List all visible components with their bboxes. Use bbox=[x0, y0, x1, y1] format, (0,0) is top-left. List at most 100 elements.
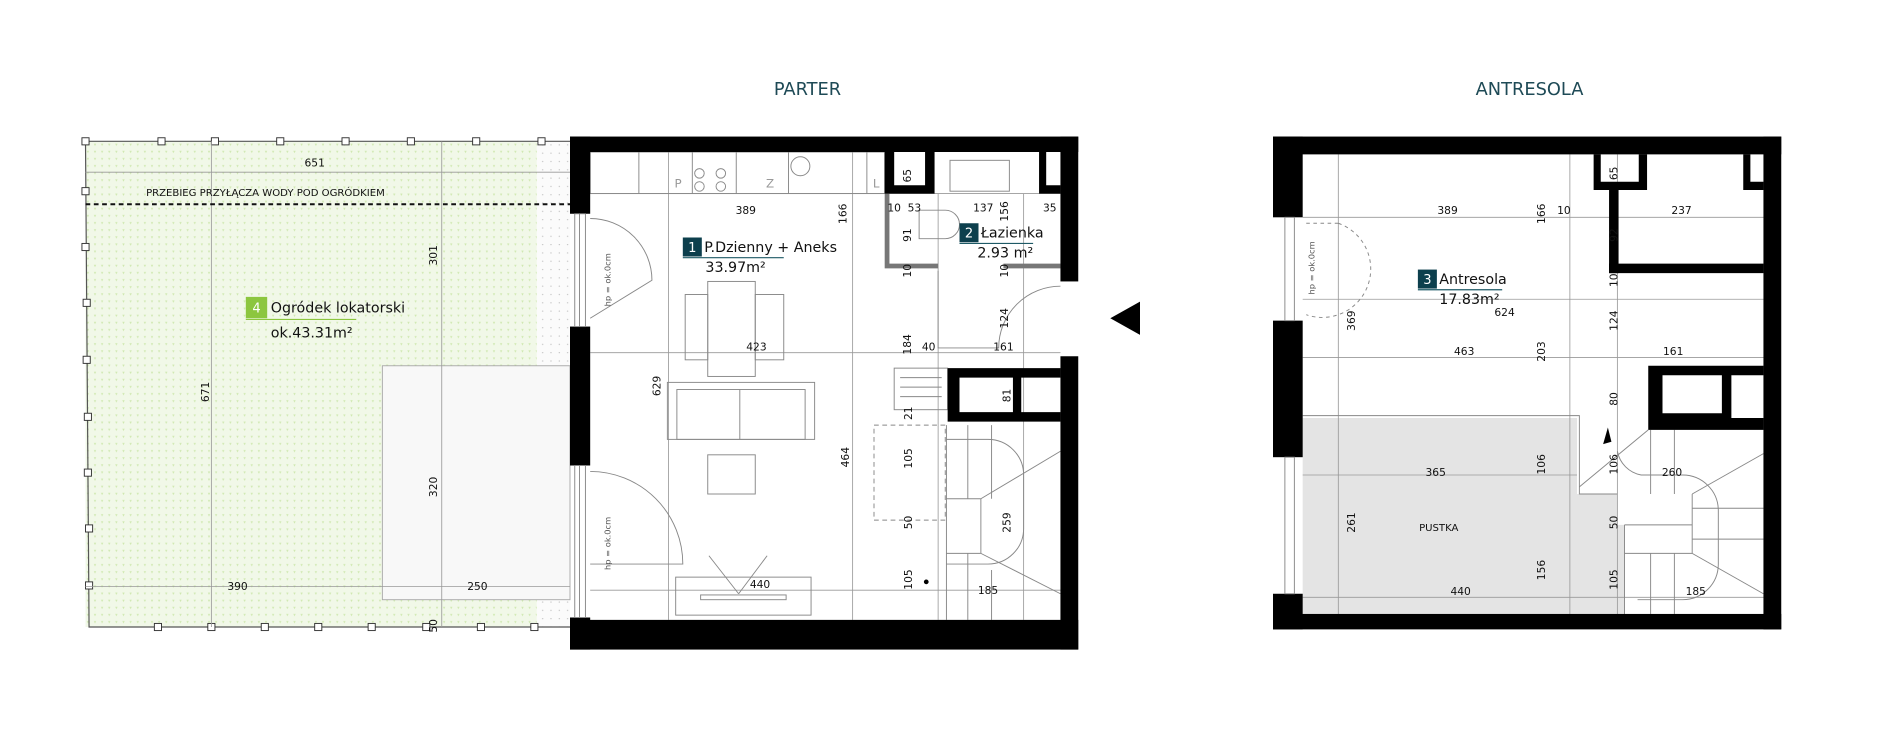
window-note: hp = ok.0cm bbox=[602, 253, 612, 306]
room-area: 33.97m² bbox=[705, 260, 765, 276]
dishwasher-mark: Z bbox=[766, 177, 774, 191]
stair-start-dot bbox=[923, 579, 929, 585]
dimension: 65 bbox=[901, 169, 914, 183]
dimension: 440 bbox=[1450, 585, 1471, 598]
dimension: 320 bbox=[427, 476, 440, 497]
dimension: 156 bbox=[998, 201, 1011, 222]
window-note: hp = ok.0cm bbox=[602, 517, 612, 570]
coffee-table bbox=[707, 454, 756, 495]
dimension: 92 bbox=[1607, 228, 1620, 242]
washer-mark: L bbox=[873, 177, 880, 191]
garden: PRZEBIEG PRZYŁĄCZA WODY POD OGRÓDKIEM 4 … bbox=[81, 137, 571, 633]
room-name: P.Dzienny + Aneks bbox=[704, 240, 837, 256]
dimension: 53 bbox=[908, 201, 922, 214]
walls bbox=[1273, 136, 1782, 630]
dimension: 671 bbox=[199, 382, 212, 402]
dimension: 260 bbox=[1662, 466, 1683, 479]
dimension: 185 bbox=[978, 584, 998, 597]
room-number: 3 bbox=[1423, 273, 1431, 288]
windows bbox=[574, 213, 586, 618]
dimension: 106 bbox=[1535, 454, 1548, 475]
antresola-title: ANTRESOLA bbox=[1476, 79, 1585, 100]
bathroom-door-swing bbox=[937, 270, 1061, 349]
dimension: 369 bbox=[1345, 310, 1358, 331]
dimension: 10 bbox=[901, 264, 914, 278]
dimension: 10 bbox=[887, 201, 901, 214]
dimension: 166 bbox=[1535, 203, 1548, 224]
room-number: 1 bbox=[688, 241, 696, 256]
fence-posts bbox=[81, 137, 546, 632]
room-name: Ogródek lokatorski bbox=[271, 300, 405, 316]
room-name: Łazienka bbox=[980, 226, 1044, 242]
dimension: 161 bbox=[993, 340, 1013, 353]
dimension: 629 bbox=[650, 376, 663, 397]
room-number: 2 bbox=[965, 227, 973, 242]
dimension: 390 bbox=[227, 580, 248, 593]
dimension: 10 bbox=[1607, 273, 1620, 287]
dimension: 105 bbox=[902, 569, 915, 589]
dimension: 156 bbox=[1535, 560, 1548, 581]
walls bbox=[570, 136, 1079, 650]
void-railing bbox=[1302, 415, 1618, 495]
dimension: 106 bbox=[1607, 454, 1620, 475]
parter-plan: P Z L 2 Łazienka 2.93 m² 1 P.D bbox=[570, 136, 1079, 650]
dimension: 124 bbox=[998, 308, 1011, 329]
dimension: 463 bbox=[1454, 345, 1474, 358]
dimension: 184 bbox=[901, 334, 914, 355]
window-swing bbox=[1306, 222, 1372, 318]
room-area: 2.93 m² bbox=[977, 246, 1033, 262]
dimension: 389 bbox=[736, 204, 757, 217]
terrace bbox=[381, 365, 571, 601]
dimension: 65 bbox=[1607, 167, 1620, 181]
dimension: 137 bbox=[973, 201, 993, 214]
dimension: 161 bbox=[1663, 345, 1683, 358]
dimension: 10 bbox=[998, 264, 1011, 278]
dimension: 91 bbox=[901, 228, 914, 242]
dimension: 10 bbox=[1557, 204, 1571, 217]
room-name: Antresola bbox=[1439, 272, 1507, 288]
dimension: 423 bbox=[746, 340, 766, 353]
tv-stand bbox=[675, 555, 812, 616]
dimension: 464 bbox=[839, 447, 852, 468]
room-badge bbox=[959, 223, 979, 243]
parter-title: PARTER bbox=[774, 79, 841, 100]
dimension: 389 bbox=[1437, 204, 1458, 217]
dimension: 50 bbox=[1607, 516, 1620, 530]
dimension: 81 bbox=[1001, 389, 1014, 403]
staircase bbox=[873, 367, 1061, 620]
dimension: 185 bbox=[1686, 585, 1706, 598]
dimension: 50 bbox=[427, 619, 440, 633]
dimension: 365 bbox=[1426, 466, 1446, 479]
dining-table bbox=[684, 280, 785, 377]
kitchen-counter bbox=[589, 151, 886, 195]
dimension: 105 bbox=[902, 448, 915, 468]
dimension: 250 bbox=[467, 580, 488, 593]
dimension: 301 bbox=[427, 245, 440, 265]
antresola-plan: hp = ok.0cm 3 Antresola 17.83m² PUSTKA 3… bbox=[1273, 136, 1782, 630]
dimension: 80 bbox=[1607, 392, 1620, 406]
dimension: 21 bbox=[902, 406, 915, 420]
dimension: 440 bbox=[750, 578, 771, 591]
dimension: 166 bbox=[837, 203, 850, 224]
dimension: 624 bbox=[1494, 306, 1515, 319]
room-badge bbox=[1417, 269, 1437, 289]
terrace-door-swing bbox=[590, 470, 684, 565]
room-area: ok.43.31m² bbox=[271, 325, 353, 341]
window-note: hp = ok.0cm bbox=[1307, 241, 1317, 294]
room-number: 4 bbox=[252, 301, 260, 316]
staircase bbox=[1579, 429, 1764, 614]
dimension: 124 bbox=[1607, 310, 1620, 331]
dimension: 261 bbox=[1345, 512, 1358, 532]
windows bbox=[1284, 216, 1295, 595]
water-note: PRZEBIEG PRZYŁĄCZA WODY POD OGRÓDKIEM bbox=[146, 186, 385, 199]
dimension: 203 bbox=[1535, 341, 1548, 361]
dimension: 105 bbox=[1607, 569, 1620, 589]
room-badge bbox=[682, 237, 702, 257]
sofa bbox=[666, 381, 816, 440]
room-badge bbox=[245, 296, 268, 319]
dimension: 40 bbox=[922, 340, 936, 353]
sink bbox=[949, 159, 1010, 192]
garden-fence bbox=[84, 140, 570, 628]
dimension: 259 bbox=[1001, 512, 1014, 533]
